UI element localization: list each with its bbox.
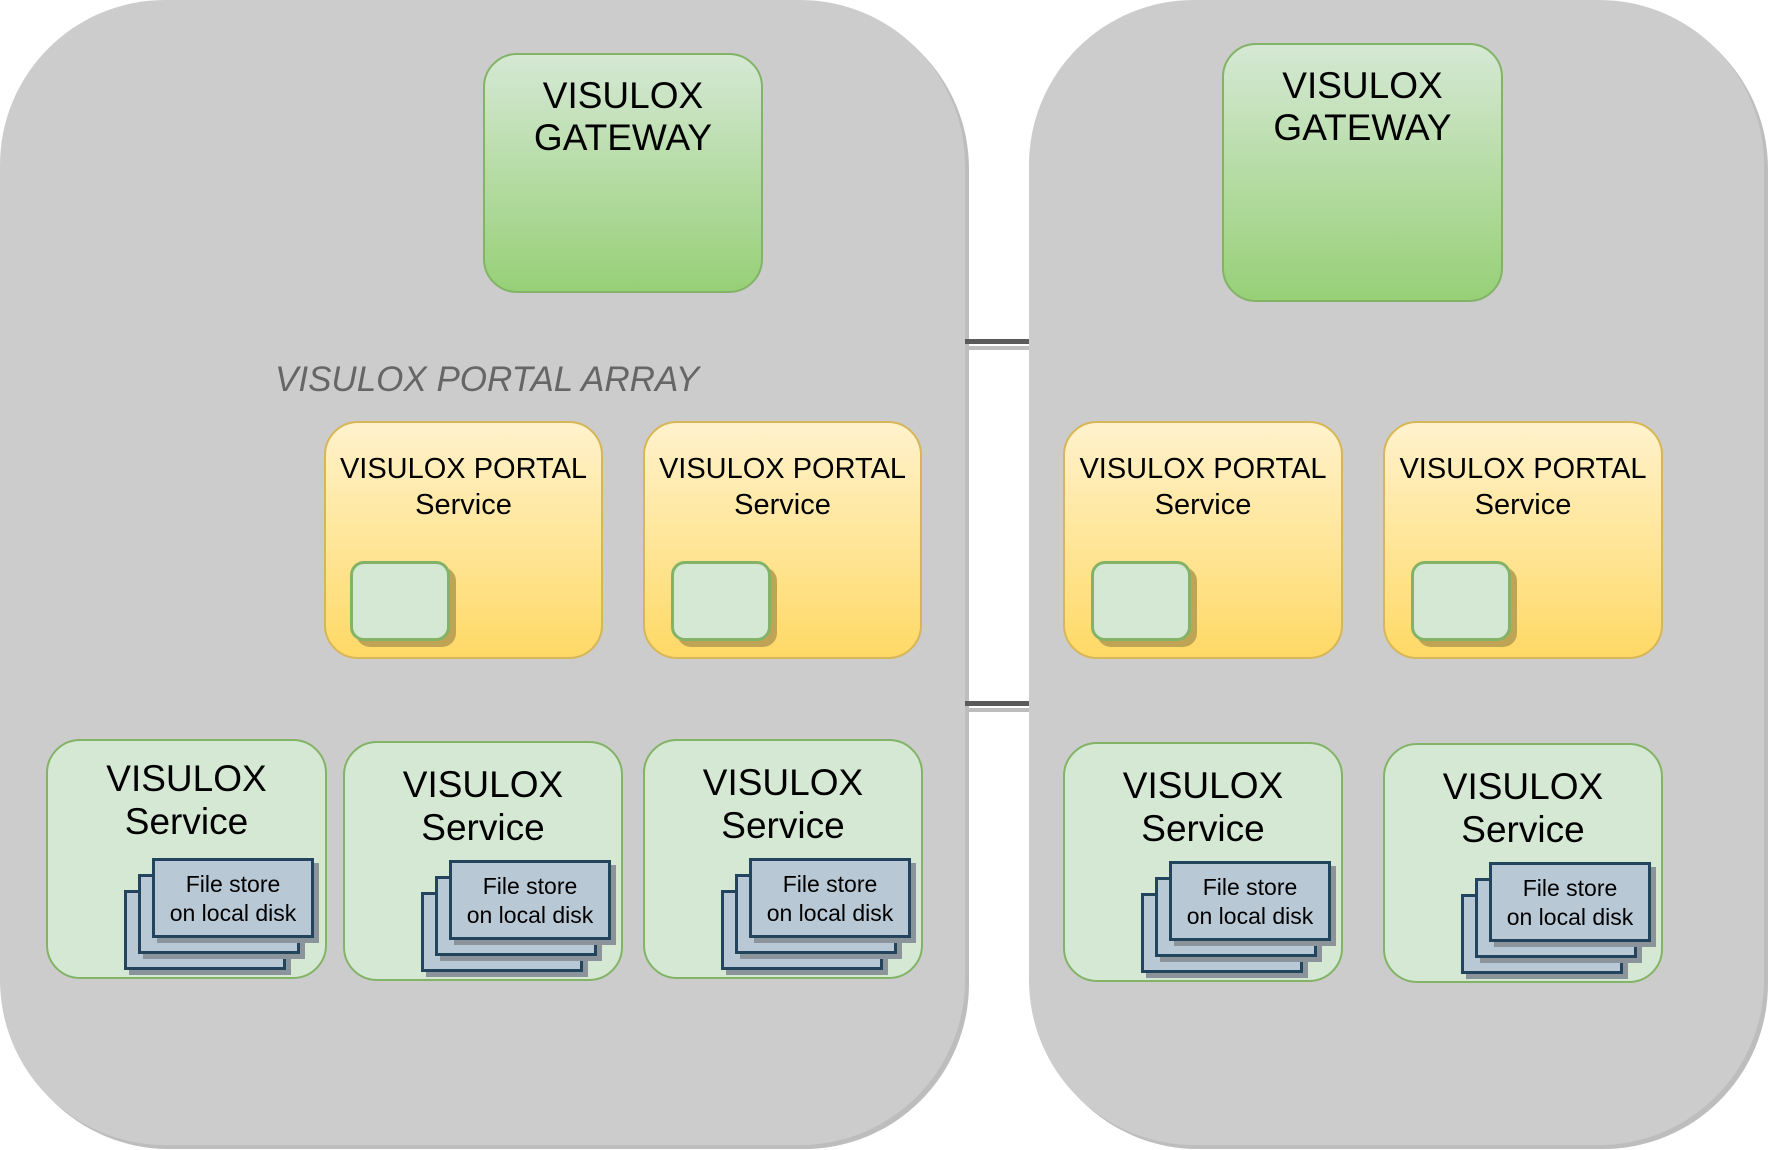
right-portal-1[interactable]: VISULOX PORTAL Service [1063,421,1343,659]
service-label-line2: Service [421,807,545,848]
portal-label-line1: VISULOX PORTAL [339,453,588,485]
file-store-label-line1: File store [482,873,578,899]
file-store-label-line2: on local disk [1506,904,1634,930]
file-store-label-line2: on local disk [466,902,594,928]
file-store-label-line1: File store [1522,875,1618,901]
service-label-line2: Service [1141,808,1265,849]
file-store-card-front: File store on local disk [1489,862,1651,942]
file-store-card-front: File store on local disk [1169,861,1331,941]
portal-inner-component [671,561,771,641]
left-service-3[interactable]: VISULOX Service File store on local disk [643,739,923,979]
left-portal-2[interactable]: VISULOX PORTAL Service [643,421,922,659]
right-service-2[interactable]: VISULOX Service File store on local disk [1383,743,1663,983]
portal-label-line1: VISULOX PORTAL [1079,453,1327,485]
left-gateway[interactable]: VISULOX GATEWAY [483,53,763,293]
service-label-line1: VISULOX [702,762,864,803]
service-label-line2: Service [1461,809,1585,850]
file-store-label-line2: on local disk [766,900,894,926]
file-store-card-front: File store on local disk [749,858,911,938]
file-store-stack: File store on local disk [1141,861,1331,973]
gateway-label-line2: GATEWAY [533,117,713,158]
left-service-1[interactable]: VISULOX Service File store on local disk [46,739,327,979]
file-store-stack: File store on local disk [721,858,911,970]
file-store-card-front: File store on local disk [449,860,611,940]
gateway-label-line1: VISULOX [1282,65,1443,106]
portal-inner-component [1411,561,1511,641]
gateway-label-line2: GATEWAY [1273,107,1452,148]
gateway-label-line1: VISULOX [542,75,704,116]
file-store-card-front: File store on local disk [152,858,314,938]
file-store-stack: File store on local disk [421,860,611,972]
right-service-1[interactable]: VISULOX Service File store on local disk [1063,742,1343,982]
file-store-stack: File store on local disk [124,858,314,970]
portal-array-title: VISULOX PORTAL ARRAY [275,360,700,399]
portal-label-line2: Service [1154,489,1252,521]
portal-label-line2: Service [1474,489,1572,521]
left-service-2[interactable]: VISULOX Service File store on local disk [343,741,623,981]
portal-label-line1: VISULOX PORTAL [658,453,907,485]
service-label-line2: Service [721,805,845,846]
right-gateway[interactable]: VISULOX GATEWAY [1222,43,1503,302]
file-store-label-line2: on local disk [1186,903,1314,929]
service-label-line1: VISULOX [402,764,564,805]
portal-label-line2: Service [415,489,512,521]
service-label-line1: VISULOX [106,758,267,799]
file-store-stack: File store on local disk [1461,862,1651,974]
file-store-label-line1: File store [185,871,281,897]
portal-inner-component [1091,561,1191,641]
service-label-line1: VISULOX [1122,765,1284,806]
left-portal-1[interactable]: VISULOX PORTAL Service [324,421,603,659]
service-label-line1: VISULOX [1442,766,1604,807]
file-store-label-line1: File store [1202,874,1298,900]
portal-label-line1: VISULOX PORTAL [1399,453,1647,485]
portal-inner-component [350,561,450,641]
portal-label-line2: Service [734,489,831,521]
file-store-label-line1: File store [782,871,878,897]
service-label-line2: Service [124,801,249,842]
file-store-label-line2: on local disk [169,900,297,926]
site-connector-bottom [965,701,1029,712]
site-connector-top [965,339,1029,350]
right-portal-2[interactable]: VISULOX PORTAL Service [1383,421,1663,659]
